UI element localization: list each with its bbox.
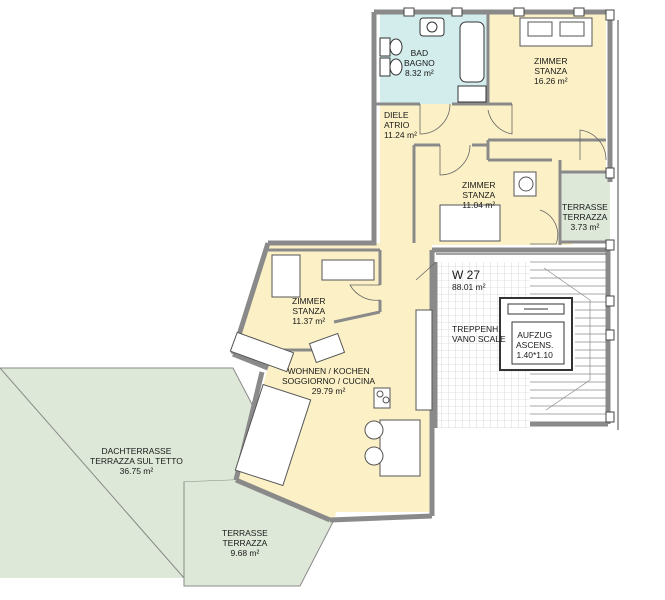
label-zimmer-w-line2: STANZA <box>292 306 326 316</box>
door-swings <box>349 103 607 301</box>
label-aufzug-line1: AUFZUG <box>517 330 553 340</box>
label-unit-area: 88.01 m² <box>452 282 486 292</box>
label-terrasse-south: TERRASSE TERRAZZA 9.68 m² <box>222 528 268 558</box>
dachterrasse-area <box>0 368 255 578</box>
bath-fixtures <box>379 17 487 103</box>
label-terrasse-east-area: 3.73 m² <box>570 222 600 232</box>
label-aufzug: AUFZUG ASCENS. 1.40*1.10 <box>516 330 553 360</box>
label-bad-line1: BAD <box>410 48 429 58</box>
label-zimmer-mid-line1: ZIMMER <box>462 180 496 190</box>
label-zimmer-ne-line2: STANZA <box>534 66 568 76</box>
label-zimmer-ne-area: 16.26 m² <box>534 76 568 86</box>
label-zimmer-mid-area: 11.04 m² <box>462 200 496 210</box>
label-zimmer-w-area: 11.37 m² <box>292 316 326 326</box>
label-dachterrasse-area: 36.75 m² <box>119 466 154 476</box>
label-diele-line1: DIELE <box>384 110 409 120</box>
label-diele: DIELE ATRIO 11.24 m² <box>384 110 417 140</box>
label-terrasse-south-area: 9.68 m² <box>230 548 260 558</box>
label-unit-name: W 27 <box>452 268 481 282</box>
terrasse-south-border <box>183 482 335 587</box>
label-bad: BAD BAGNO 8.32 m² <box>404 48 435 78</box>
label-terrasse-east-line1: TERRASSE <box>562 202 608 212</box>
label-zimmer-ne: ZIMMER STANZA 16.26 m² <box>534 56 568 86</box>
label-zimmer-w: ZIMMER STANZA 11.37 m² <box>292 296 326 326</box>
label-zimmer-w-line1: ZIMMER <box>292 296 326 306</box>
furniture <box>229 171 537 487</box>
label-treppe: TREPPENH. VANO SCALE <box>452 324 506 344</box>
label-treppe-line1: TREPPENH. <box>452 324 501 334</box>
label-dachterrasse-line2: TERRAZZA SUL TETTO <box>90 456 183 466</box>
label-unit: W 27 88.01 m² <box>452 268 486 292</box>
terrasse-east-area <box>560 172 610 242</box>
label-wohnen-area: 29.79 m² <box>311 386 346 396</box>
facade-windows <box>403 7 619 430</box>
beds <box>271 17 593 298</box>
label-wohnen-line2: SOGGIORNO / CUCINA <box>282 376 376 386</box>
label-wohnen-line1: WOHNEN / KOCHEN <box>287 366 370 376</box>
label-terrasse-east: TERRASSE TERRAZZA 3.73 m² <box>562 202 608 232</box>
label-bad-area: 8.32 m² <box>404 68 434 78</box>
label-dachterrasse-line1: DACHTERRASSE <box>101 446 172 456</box>
label-diele-area: 11.24 m² <box>384 130 417 140</box>
label-aufzug-area: 1.40*1.10 <box>516 350 553 360</box>
label-diele-line2: ATRIO <box>384 120 410 130</box>
label-terrasse-south-line1: TERRASSE <box>222 528 268 538</box>
label-wohnen: WOHNEN / KOCHEN SOGGIORNO / CUCINA 29.79… <box>282 366 375 396</box>
label-bad-line2: BAGNO <box>404 58 435 68</box>
label-dachterrasse: DACHTERRASSE TERRAZZA SUL TETTO 36.75 m² <box>90 446 183 476</box>
label-treppe-line2: VANO SCALE <box>452 334 506 344</box>
label-zimmer-ne-line1: ZIMMER <box>534 56 568 66</box>
elevator-shaft <box>499 297 573 371</box>
label-terrasse-east-line2: TERRAZZA <box>562 212 608 222</box>
stair-treads <box>530 261 606 415</box>
label-terrasse-south-line2: TERRAZZA <box>222 538 268 548</box>
label-zimmer-mid: ZIMMER STANZA 11.04 m² <box>462 180 496 210</box>
label-aufzug-line2: ASCENS. <box>516 340 554 350</box>
label-zimmer-mid-line2: STANZA <box>462 190 496 200</box>
